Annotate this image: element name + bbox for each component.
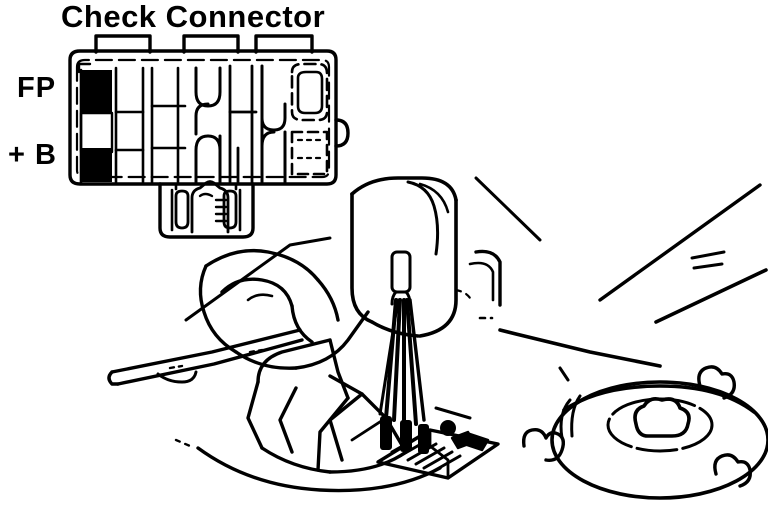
- terminal-slots-middle-2: [228, 64, 258, 184]
- figure-title: Check Connector: [61, 0, 326, 34]
- terminal-pocket-lower: [290, 130, 329, 176]
- terminal-pocket-large: [290, 62, 329, 122]
- terminal-slots-right: [260, 64, 287, 184]
- connector-bottom-lock: [158, 180, 255, 239]
- terminal-bplus-cavity: [81, 148, 112, 182]
- connector-side-latch: [334, 118, 350, 148]
- terminal-label-fp: FP: [17, 72, 57, 104]
- connector-top-tabs: [94, 34, 314, 54]
- harness-connector-block: [376, 406, 500, 480]
- connector-housing-inner: [75, 58, 331, 179]
- terminal-column-3: [150, 66, 187, 184]
- engine-bay-scene: [107, 176, 768, 500]
- wing-nut: [633, 397, 691, 438]
- wire-harness: [378, 250, 429, 454]
- background-structure-lines: [184, 176, 768, 368]
- terminal-empty-cavity: [79, 111, 114, 154]
- lower-engine-facets: [174, 338, 442, 493]
- terminal-column-2: [114, 66, 145, 184]
- terminal-fp-cavity: [81, 70, 112, 113]
- terminal-slots-middle: [194, 66, 222, 184]
- air-cleaner-cover: [550, 380, 768, 500]
- connector-housing: [68, 49, 338, 186]
- engine-block-outline: [198, 248, 370, 370]
- terminal-label-bplus: + B: [8, 139, 57, 171]
- check-connector-drawing: [68, 34, 350, 239]
- hose-clamps: [521, 365, 752, 488]
- dipstick-tool: [107, 328, 304, 386]
